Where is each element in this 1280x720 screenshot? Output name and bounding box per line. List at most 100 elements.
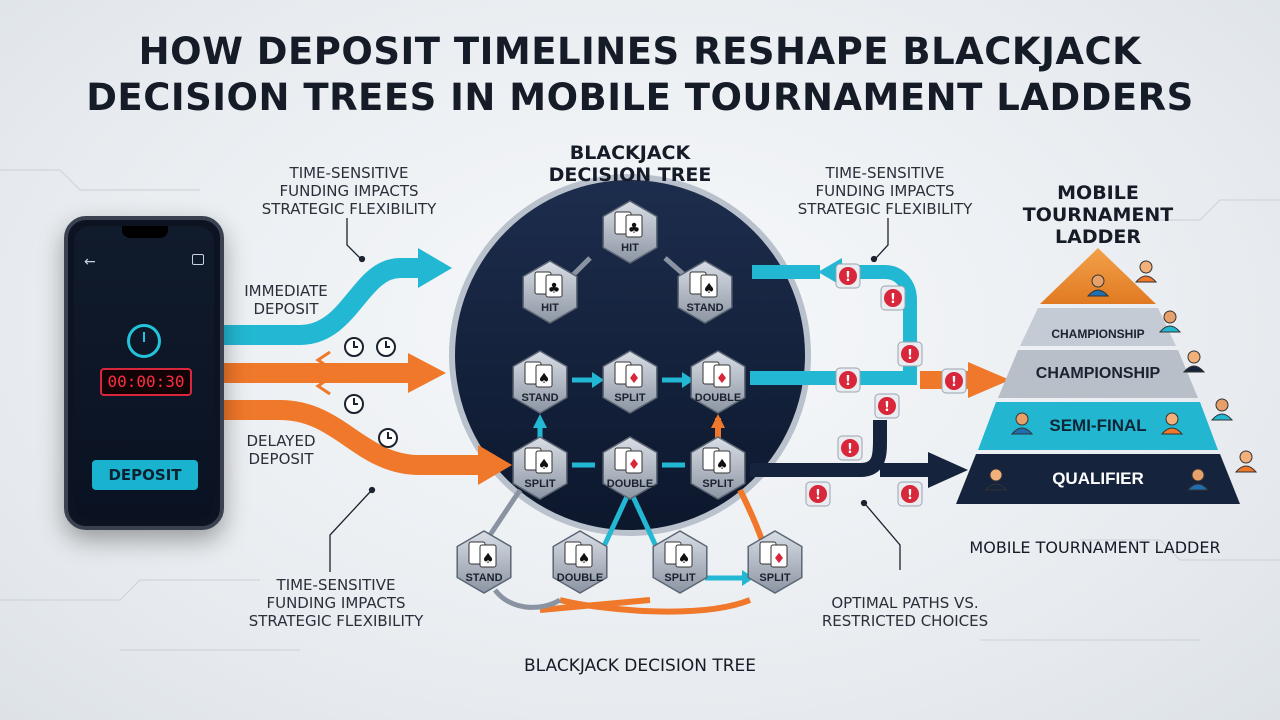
ladder-caption: MOBILE TOURNAMENT LADDER	[969, 538, 1221, 557]
tree-node-hit: ♣HIT	[602, 200, 658, 264]
player-avatar-icon	[1234, 450, 1258, 473]
tree-node-label: SPLIT	[664, 572, 695, 584]
ladder-tier-semifinal	[978, 402, 1218, 450]
label-line: DELAYED	[246, 432, 316, 450]
tree-node-double: ♦ DOUBLE	[602, 436, 658, 500]
svg-text:!: !	[951, 375, 957, 390]
svg-text:!: !	[845, 270, 851, 285]
alert-icon: !	[897, 481, 923, 507]
player-avatar-icon	[1134, 260, 1158, 283]
svg-text:!: !	[847, 442, 853, 457]
label-line: OPTIMAL PATHS VS.	[831, 594, 979, 612]
alarm-clock-icon	[127, 324, 161, 358]
card-suit-icon: ♣	[548, 281, 561, 297]
card-suit-icon: ♦	[628, 457, 641, 473]
card-suit-icon: ♠	[678, 551, 691, 567]
label-line: STRATEGIC FLEXIBILITY	[797, 200, 973, 218]
ladder-tier-qualifier	[956, 454, 1240, 504]
player-avatar-icon	[1210, 398, 1234, 421]
tree-title-line: DECISION TREE	[548, 164, 712, 186]
tree-node-label: SPLIT	[524, 478, 555, 490]
deposit-button[interactable]: DEPOSIT	[92, 460, 198, 490]
tier-label-semifinal: SEMI-FINAL	[1049, 416, 1147, 435]
player-avatar-icon	[984, 468, 1008, 491]
card-suit-icon: ♦	[716, 371, 729, 387]
ladder-tier-championship-1	[1020, 308, 1176, 346]
tree-node-stand: ♠STAND	[456, 530, 512, 594]
optimal-paths-label: OPTIMAL PATHS VS. RESTRICTED CHOICES	[810, 594, 1000, 630]
tree-node-double: ♠DOUBLE	[552, 530, 608, 594]
ladder-tier-championship-2	[998, 350, 1198, 398]
alert-icon: !	[837, 435, 863, 461]
card-suit-icon: ♦	[773, 551, 786, 567]
immediate-deposit-arrow	[192, 258, 420, 345]
card-suit-icon: ♠	[538, 371, 551, 387]
card-suit-icon: ♠	[482, 551, 495, 567]
label-line: FUNDING IMPACTS	[815, 182, 955, 200]
tree-node-label: DOUBLE	[607, 478, 653, 490]
label-line: TIME-SENSITIVE	[825, 164, 945, 182]
delayed-deposit-label: DELAYED DEPOSIT	[226, 432, 336, 468]
svg-text:!: !	[884, 400, 890, 415]
alert-icon: !	[835, 263, 861, 289]
alert-icon: !	[897, 341, 923, 367]
alert-icon: !!!!!!!!!	[805, 263, 967, 507]
alert-icon: !	[805, 481, 831, 507]
tier-label-qualifier: QUALIFIER	[1052, 469, 1144, 488]
card-suit-icon: ♠	[703, 281, 716, 297]
tier-label-championship-1: CHAMPIONSHIP	[1051, 327, 1145, 341]
tree-node-split: ♦ SPLIT	[602, 350, 658, 414]
tree-node-label: HIT	[621, 242, 639, 254]
tree-node-split: ♠SPLIT	[690, 436, 746, 500]
funding-label-top-left: TIME-SENSITIVE FUNDING IMPACTS STRATEGIC…	[254, 164, 444, 218]
label-line: FUNDING IMPACTS	[266, 594, 406, 612]
card-suit-icon: ♠	[716, 457, 729, 473]
svg-text:!: !	[907, 348, 913, 363]
cyan-return-path	[750, 265, 917, 385]
tree-node-split: ♠ SPLIT	[512, 436, 568, 500]
tree-node-split: ♦ SPLIT	[747, 530, 803, 594]
label-line: STRATEGIC FLEXIBILITY	[248, 612, 424, 630]
player-avatar-icon	[1086, 274, 1110, 297]
tree-title-top: BLACKJACK DECISION TREE	[520, 142, 740, 186]
delayed-deposit-arrow	[192, 400, 480, 475]
player-avatar-icon	[1186, 468, 1210, 491]
tree-node-double: ♦ DOUBLE	[690, 350, 746, 414]
svg-text:!: !	[907, 488, 913, 503]
ladder-title: MOBILE TOURNAMENT LADDER	[1020, 182, 1176, 248]
label-line: DEPOSIT	[253, 300, 319, 318]
label-line: TIME-SENSITIVE	[289, 164, 409, 182]
player-avatar-icon	[1160, 412, 1184, 435]
tree-node-label: DOUBLE	[557, 572, 603, 584]
label-line: DEPOSIT	[248, 450, 314, 468]
tree-node-label: DOUBLE	[695, 392, 741, 404]
tree-node-split: ♠ SPLIT	[652, 530, 708, 594]
alert-icon: !	[874, 393, 900, 419]
tree-node-label: SPLIT	[614, 392, 645, 404]
svg-text:!: !	[890, 292, 896, 307]
tree-node-label: SPLIT	[759, 572, 790, 584]
alert-icon: !	[880, 285, 906, 311]
tree-node-label: STAND	[521, 392, 558, 404]
tree-node-stand: ♠ STAND	[512, 350, 568, 414]
ladder-title-line: MOBILE	[1057, 182, 1139, 204]
ladder-title-line: TOURNAMENT	[1022, 204, 1174, 226]
alert-icon: !	[941, 368, 967, 394]
funding-label-top-right: TIME-SENSITIVE FUNDING IMPACTS STRATEGIC…	[790, 164, 980, 218]
navy-to-ladder-arrow	[750, 420, 887, 477]
tree-node-label: HIT	[541, 302, 559, 314]
tree-title-bottom: BLACKJACK DECISION TREE	[523, 656, 757, 676]
player-avatar-icon	[1010, 412, 1034, 435]
immediate-deposit-label: IMMEDIATE DEPOSIT	[226, 282, 346, 318]
funding-label-bottom-left: TIME-SENSITIVE FUNDING IMPACTS STRATEGIC…	[236, 576, 436, 630]
card-suit-icon: ♠	[538, 457, 551, 473]
alert-icon: !	[835, 367, 861, 393]
label-line: STRATEGIC FLEXIBILITY	[261, 200, 437, 218]
card-suit-icon: ♦	[628, 371, 641, 387]
back-arrow-icon[interactable]: ←	[84, 254, 96, 270]
phone-screen: ← 00:00:30 DEPOSIT	[74, 226, 214, 520]
tree-node-label: STAND	[686, 302, 723, 314]
label-line: FUNDING IMPACTS	[279, 182, 419, 200]
ladder-title-line: LADDER	[1055, 226, 1141, 248]
